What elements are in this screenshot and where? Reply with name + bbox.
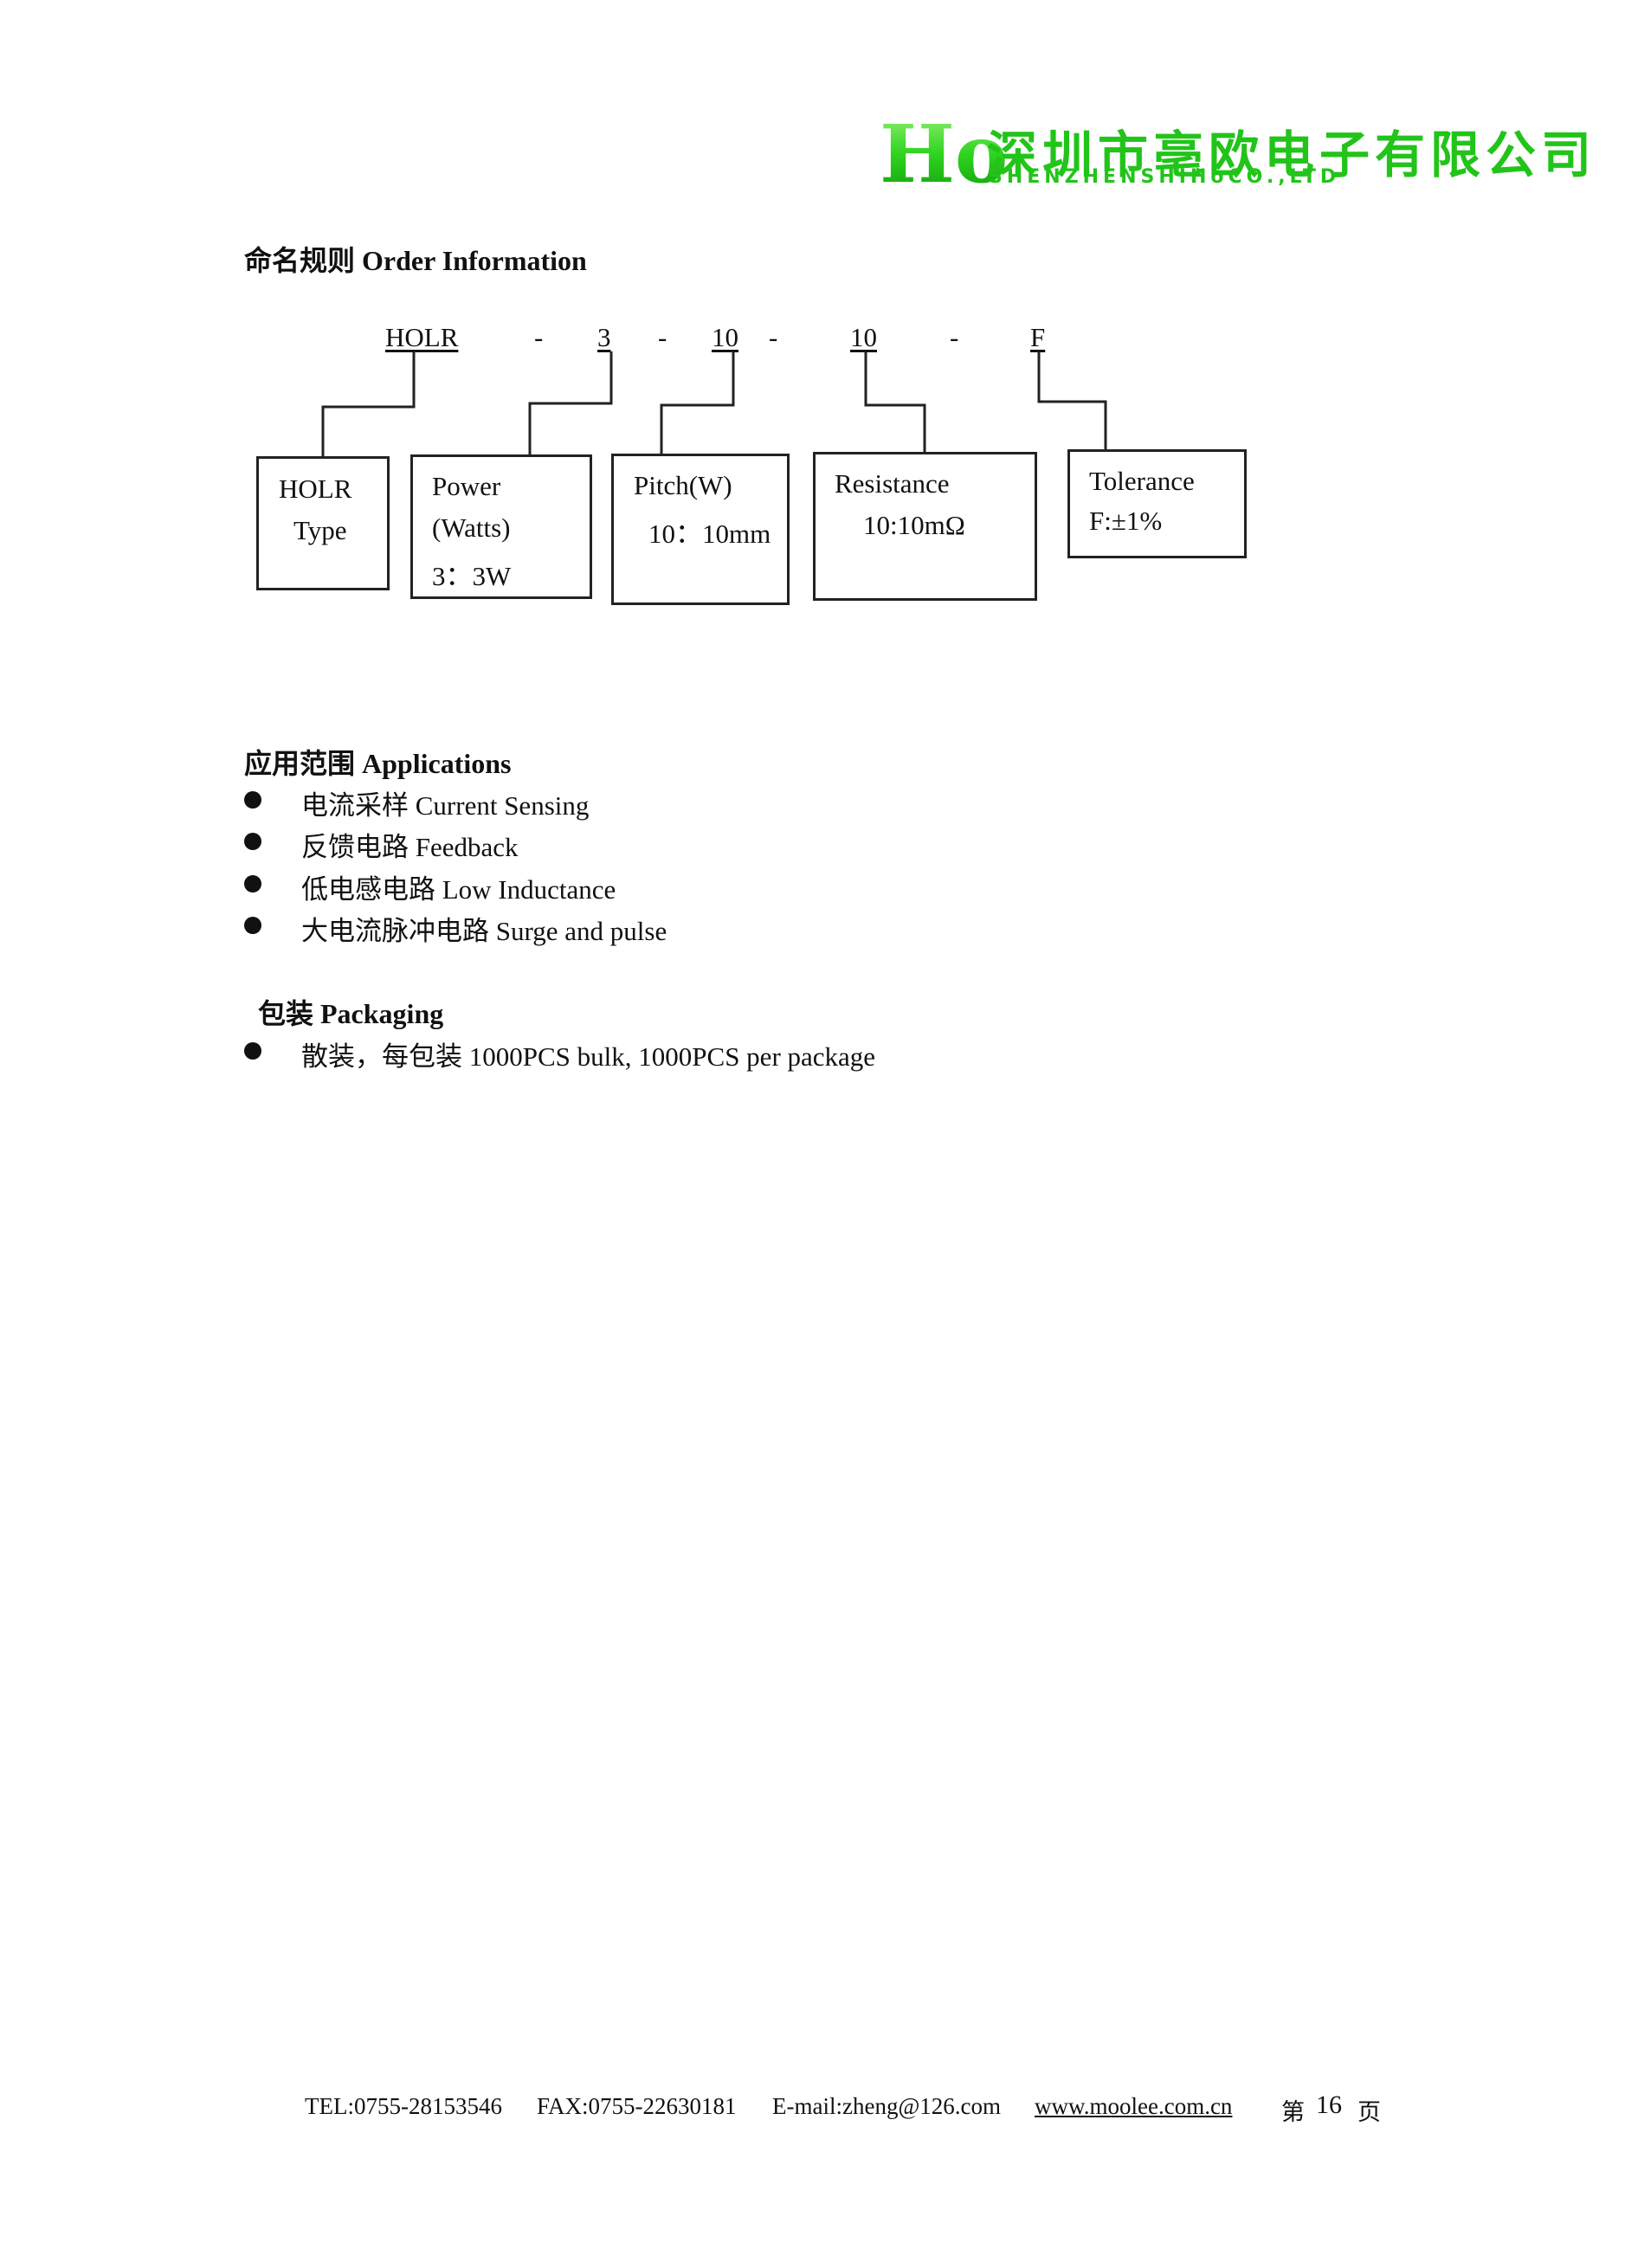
order-info-heading: 命名规则 Order Information [244,245,587,276]
bullet-icon [244,917,261,934]
box-line: 10:10mΩ [863,510,965,540]
code-part-tolerance: F [1030,322,1046,352]
company-name-en: SHENZHENSHIHoCO.,LTD [989,166,1341,188]
company-name-cn: 深圳市亳欧电子有限公司 [987,126,1597,184]
box-line: HOLR [279,474,352,504]
logo-mark-text: Ho [880,111,1008,197]
page-number: 16 [1316,2091,1342,2119]
company-logo: Ho [880,107,1009,201]
packaging-item: 散装，每包装 1000PCS bulk, 1000PCS per package [301,1041,876,1072]
code-part-series: HOLR [385,322,459,352]
code-part-power: 3 [597,322,611,352]
bullet-icon [244,1042,261,1060]
application-item: 大电流脉冲电路 Surge and pulse [301,916,667,946]
application-item: 电流采样 Current Sensing [301,790,590,821]
order-box-tolerance: Tolerance F:±1% [1067,449,1247,558]
packaging-heading: 包装 Packaging [258,998,444,1029]
footer-email[interactable]: E-mail:zheng@126.com [772,2093,1002,2119]
code-separator: - [769,322,778,352]
code-separator: - [950,322,959,352]
box-line: Power [432,471,501,501]
application-item: 低电感电路 Low Inductance [301,874,616,905]
footer-fax: FAX:0755-22630181 [537,2093,737,2119]
code-part-pitch: 10 [712,322,738,352]
page-number-suffix: 页 [1357,2099,1381,2125]
box-line: 10：10mm [648,519,771,549]
box-line: Pitch(W) [634,470,732,500]
code-separator: - [658,322,667,352]
applications-heading: 应用范围 Applications [244,748,512,779]
box-line: Type [293,515,347,545]
bullet-icon [244,875,261,892]
page-number-prefix: 第 [1281,2099,1305,2125]
box-line: (Watts) [432,512,511,543]
ho-logo-icon: Ho [880,107,1008,201]
footer-tel: TEL:0755-28153546 [305,2093,502,2119]
bullet-icon [244,791,261,809]
box-line: F:±1% [1089,506,1163,536]
order-code-connectors [321,351,1107,457]
code-separator: - [534,322,544,352]
application-item: 反馈电路 Feedback [301,832,519,862]
website-link[interactable]: www.moolee.com.cn [1035,2093,1233,2119]
box-line: Resistance [835,468,950,499]
code-part-resistance: 10 [850,322,877,352]
order-box-type: HOLR Type [256,456,390,590]
order-box-resistance: Resistance 10:10mΩ [813,452,1037,601]
bullet-icon [244,833,261,850]
box-line: Tolerance [1089,466,1195,496]
order-box-power: Power (Watts) 3：3W [410,454,592,599]
box-line: 3：3W [432,561,512,591]
footer-website-link[interactable]: www.moolee.com.cn [1035,2093,1232,2120]
order-box-pitch: Pitch(W) 10：10mm [611,454,790,605]
